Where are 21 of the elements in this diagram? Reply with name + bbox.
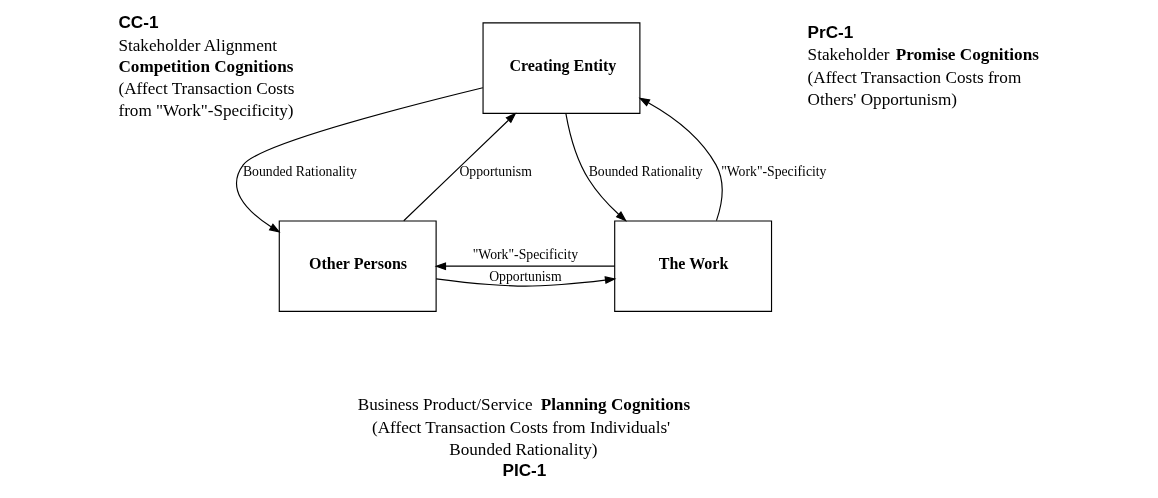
edge-label: Bounded Rationality [242,163,357,179]
edge-label: Opportunism [458,163,532,179]
label: PrC-1 [807,22,853,43]
arrow [435,276,616,287]
arrow [638,97,723,222]
arrow [564,113,627,222]
node-box: Creating Entity [482,22,640,114]
node-box: Other Persons [278,220,437,312]
arrow [402,112,516,222]
label: PIC-1 [502,459,546,480]
label: Stakeholder Promise Cognitions (Affect Transaction Costs from Others' Opportunism) [807,45,1039,109]
arrow [235,87,483,233]
edge-label: "Work"-Specificity [720,163,826,179]
edge-label: Bounded Rationality [588,163,703,179]
label: Business Product/Service Planning Cognitions (Affect Transaction Costs from Individuals' Bounded Rationality) [357,395,690,460]
edge-label: "Work"-Specificity [472,246,578,262]
label: Stakeholder Alignment Competition Cognitions (Affect Transaction Costs from "Work"-Specificity) [117,35,294,121]
arrow [434,262,615,271]
label: CC-1 [117,12,158,33]
node-box: The Work [613,220,772,312]
edge-label: Opportunism [488,268,562,284]
